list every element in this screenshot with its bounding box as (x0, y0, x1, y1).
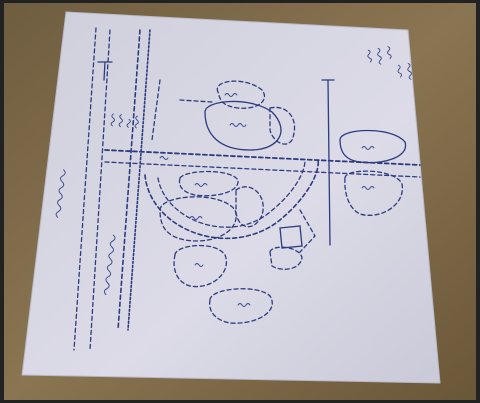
building-south (173, 244, 228, 288)
building-side (235, 186, 264, 228)
connector-path (179, 99, 213, 103)
building-hall-label (194, 183, 208, 187)
building-south-label (194, 263, 204, 267)
building-center (159, 196, 237, 242)
building-top-label (224, 93, 238, 97)
handwriting-scribbles (55, 46, 412, 307)
cross-road-bottom (104, 161, 421, 178)
vertical-label-left (103, 234, 116, 296)
right-vertical-road (327, 79, 331, 246)
hand-drawn-map (73, 27, 421, 351)
building-small-round (269, 246, 303, 270)
left-road-inner (89, 29, 111, 351)
building-small-square (279, 225, 303, 249)
building-far-south-label (237, 303, 251, 307)
main-road-right-edge (127, 29, 151, 331)
building-east-lower (344, 170, 403, 216)
building-east-label (361, 146, 375, 150)
building-center-label (189, 216, 203, 220)
vertical-label-1 (110, 113, 139, 129)
building-far-south (208, 288, 273, 324)
paper-sheet (21, 11, 441, 384)
building-annex (269, 106, 296, 145)
road-label (159, 156, 169, 160)
building-east (339, 129, 407, 164)
curved-road-outer (144, 159, 320, 240)
t-junction-mark (97, 61, 113, 81)
building-east-lower-label (361, 186, 375, 190)
left-road-outer (73, 27, 97, 351)
building-main-label (229, 123, 247, 127)
main-road-left-edge (117, 29, 141, 331)
vertical-label-left-2 (55, 169, 66, 218)
connector-east (299, 209, 316, 253)
building-main-block (204, 100, 282, 151)
top-right-note-2 (397, 63, 412, 80)
short-road (151, 79, 161, 141)
top-right-note (367, 46, 392, 65)
building-hall (178, 170, 239, 197)
